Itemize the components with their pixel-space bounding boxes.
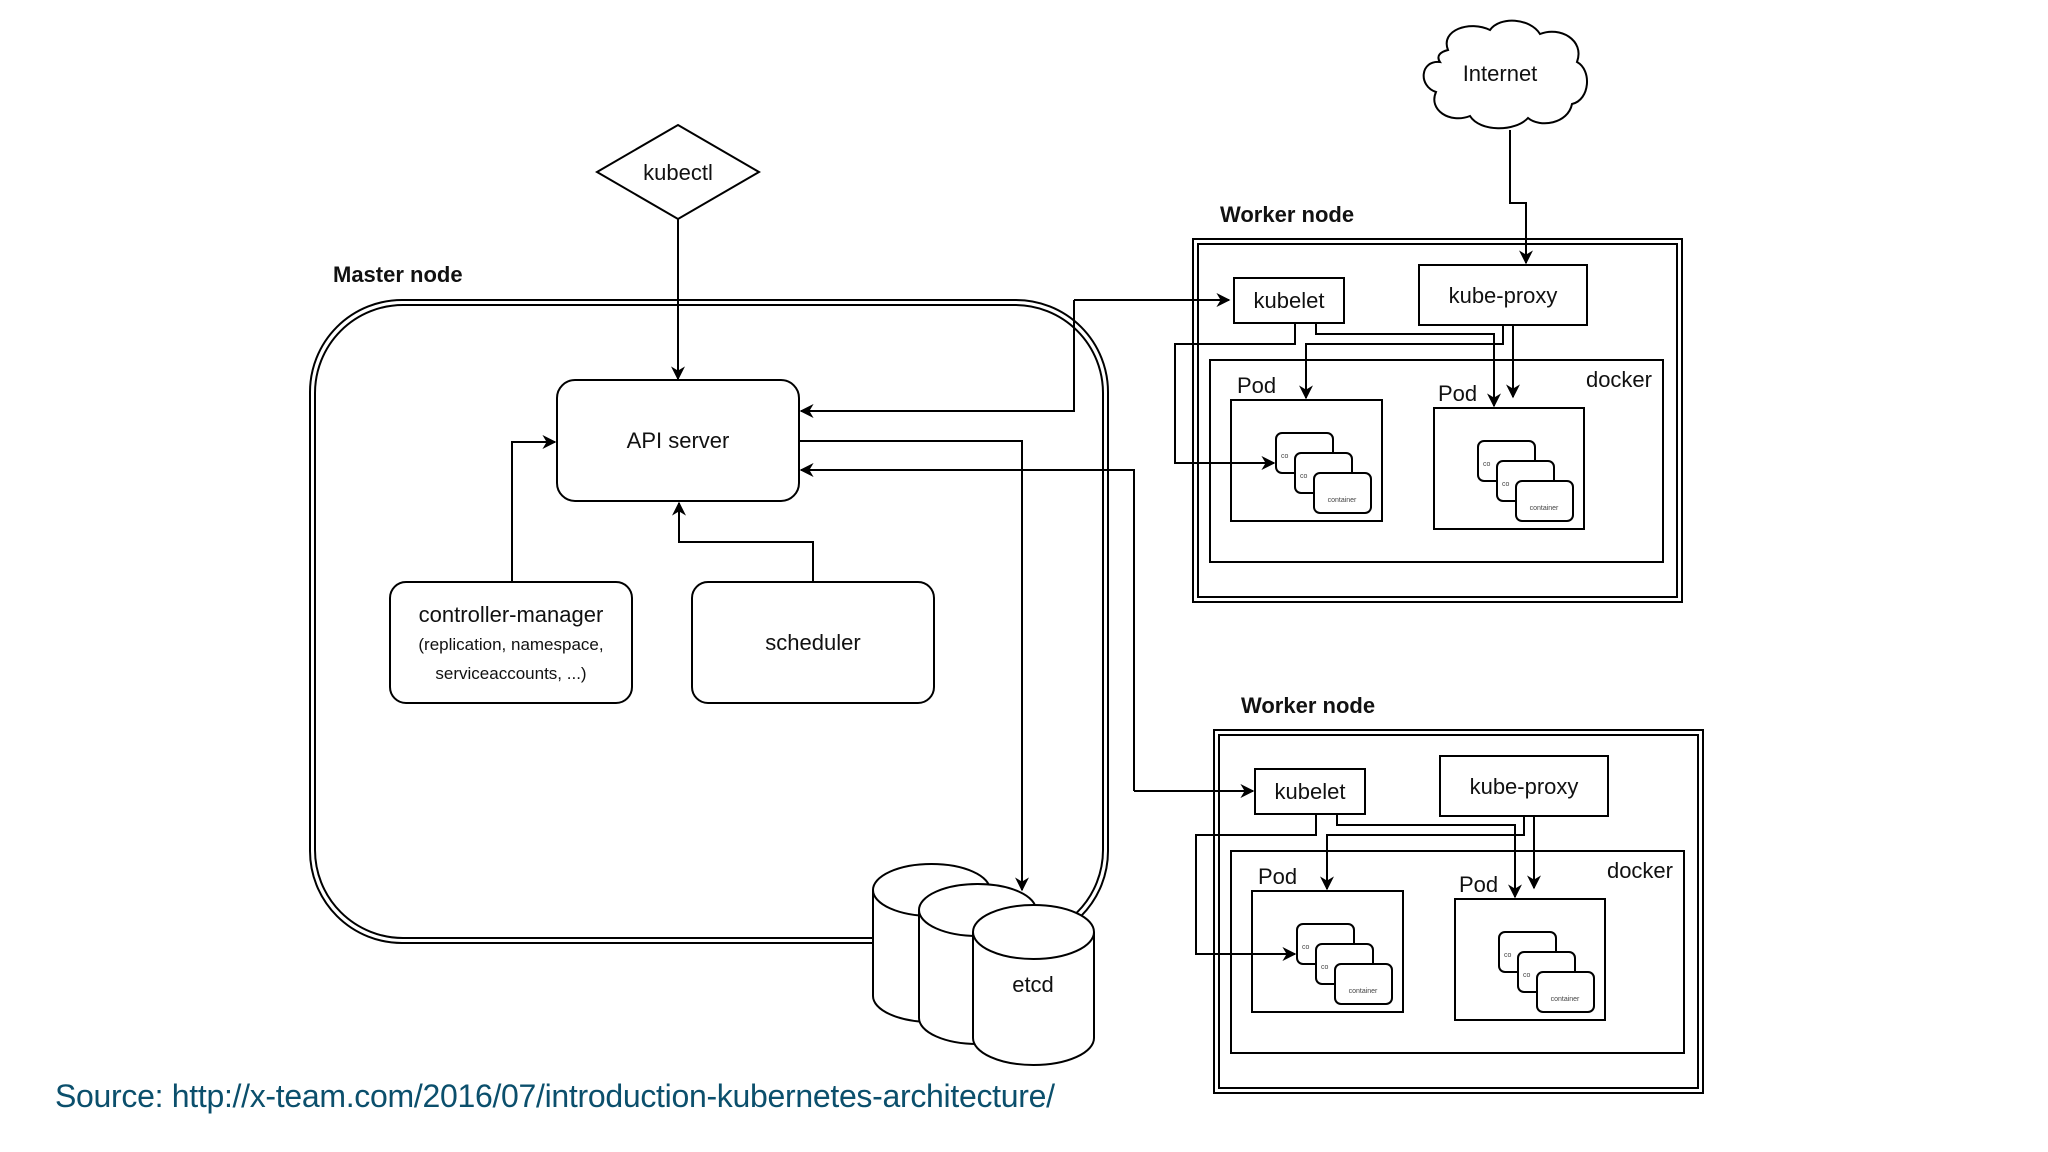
kubelet-to-container-arrow: [1174, 323, 1296, 470]
internet-to-kube-proxy-arrow: [1509, 130, 1533, 265]
pod[interactable]: Pod co co container: [1433, 381, 1585, 530]
container-label: co: [1502, 481, 1510, 488]
kubelet[interactable]: kubelet: [1254, 768, 1366, 815]
pod-label: Pod: [1237, 373, 1276, 398]
kubelet-to-container-arrow: [1195, 814, 1317, 961]
api-server[interactable]: API server: [556, 379, 800, 502]
api-to-etcd-arrow: [799, 440, 1029, 892]
internet-label: Internet: [1463, 61, 1538, 86]
etcd-cluster[interactable]: etcd: [872, 863, 1095, 1066]
kubelet-to-pod2-arrow: [1336, 814, 1522, 899]
controller-manager[interactable]: controller-manager (replication, namespa…: [389, 581, 633, 704]
kubelet-to-pod2-arrow: [1315, 323, 1501, 408]
pod[interactable]: Pod co co container: [1454, 872, 1606, 1021]
controller-manager-title: controller-manager: [419, 602, 604, 627]
worker-node-label: Worker node: [1220, 202, 1354, 227]
container-label: container: [1328, 497, 1357, 504]
container-label: container: [1349, 988, 1378, 995]
etcd-label: etcd: [1012, 972, 1054, 997]
kubectl-label: kubectl: [643, 160, 713, 185]
docker-label: docker: [1607, 858, 1673, 883]
docker-label: docker: [1586, 367, 1652, 392]
controller-to-api-arrow: [511, 435, 557, 582]
kube-proxy[interactable]: kube-proxy: [1439, 755, 1609, 817]
scheduler-to-api-arrow: [672, 501, 814, 582]
pod[interactable]: Pod co co container: [1251, 864, 1404, 1013]
worker-node: Worker node kubelet kube-proxy docker Po…: [1195, 693, 1704, 1094]
kubelet[interactable]: kubelet: [1233, 277, 1345, 324]
container-label: container: [1530, 505, 1559, 512]
kube-proxy-to-pod1-arrow: [1320, 816, 1525, 891]
container-label: co: [1300, 473, 1308, 480]
kube-proxy-label: kube-proxy: [1470, 774, 1579, 799]
master-node-label: Master node: [333, 262, 463, 287]
container: [1536, 971, 1595, 1013]
container-label: co: [1281, 453, 1289, 460]
kube-proxy-to-pod1-arrow: [1299, 325, 1504, 400]
kube-proxy[interactable]: kube-proxy: [1418, 264, 1588, 326]
scheduler[interactable]: scheduler: [691, 581, 935, 704]
pod-label: Pod: [1438, 381, 1477, 406]
kubelet2-to-api-arrow: [799, 463, 1135, 791]
pod-label: Pod: [1459, 872, 1498, 897]
container-label: co: [1483, 461, 1491, 468]
controller-manager-line2: serviceaccounts, ...): [435, 664, 586, 683]
internet-cloud: Internet: [1422, 19, 1589, 130]
container-label: co: [1302, 944, 1310, 951]
master-node-container: [309, 299, 1109, 944]
worker-node-label: Worker node: [1241, 693, 1375, 718]
pod-label: Pod: [1258, 864, 1297, 889]
container-label: container: [1551, 996, 1580, 1003]
controller-manager-line1: (replication, namespace,: [418, 635, 603, 654]
container: [1313, 472, 1372, 514]
container-label: co: [1321, 964, 1329, 971]
kubelet1-to-api-arrow: [799, 300, 1075, 418]
source-citation[interactable]: Source: http://x-team.com/2016/07/introd…: [55, 1078, 1055, 1114]
worker-node: Worker node kubelet kube-proxy docker Po…: [1174, 202, 1683, 603]
kubelet-label: kubelet: [1275, 779, 1346, 804]
container: [1515, 480, 1574, 522]
pod[interactable]: Pod co co container: [1230, 373, 1383, 522]
container-label: co: [1523, 972, 1531, 979]
kubectl-node[interactable]: kubectl: [595, 123, 761, 221]
scheduler-label: scheduler: [765, 630, 860, 655]
kube-proxy-label: kube-proxy: [1449, 283, 1558, 308]
container-label: co: [1504, 952, 1512, 959]
api-server-label: API server: [627, 428, 730, 453]
etcd-cylinder: [972, 904, 1095, 1066]
kubelet-label: kubelet: [1254, 288, 1325, 313]
container: [1334, 963, 1393, 1005]
